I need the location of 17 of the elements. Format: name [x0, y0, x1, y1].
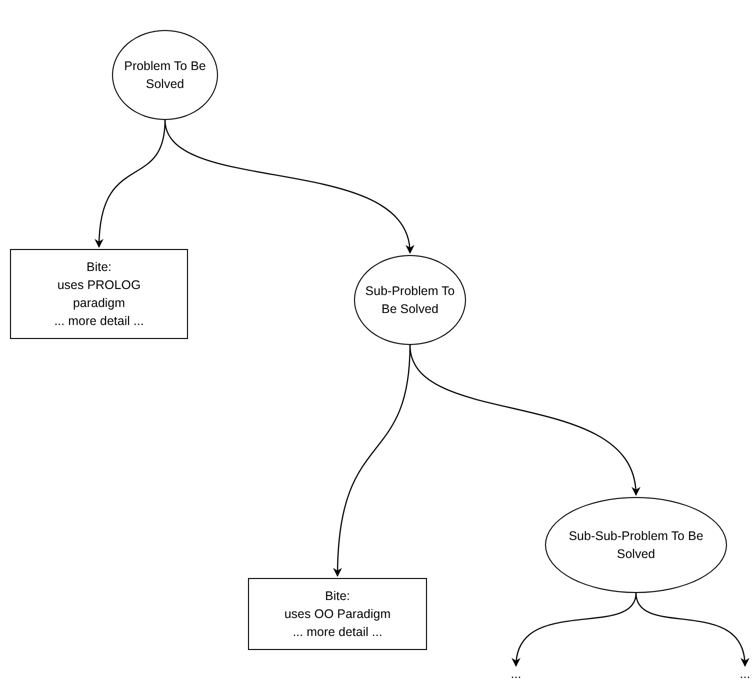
node-text: Problem To Be Solved [123, 58, 207, 93]
node-text: Bite: [324, 588, 350, 605]
curved-arrow [409, 344, 639, 496]
node-text: ... more detail ... [54, 313, 144, 330]
node-text: ... more detail ... [292, 624, 382, 641]
curved-arrow [635, 592, 748, 667]
ellipsis-text: ... [500, 668, 532, 686]
node-text: uses OO Paradigm [284, 606, 391, 623]
node-text: Bite: [86, 259, 112, 276]
node-text: Sub-Problem To Be Solved [364, 283, 456, 318]
bite-box [248, 578, 427, 650]
curved-arrow [164, 120, 413, 254]
ellipsis-text: ... [736, 668, 754, 686]
node-text: Sub-Sub-Problem To Be Solved [568, 528, 704, 563]
curved-arrow [512, 592, 637, 667]
node-text: uses PROLOG paradigm [56, 277, 142, 312]
bite-box [10, 249, 188, 339]
